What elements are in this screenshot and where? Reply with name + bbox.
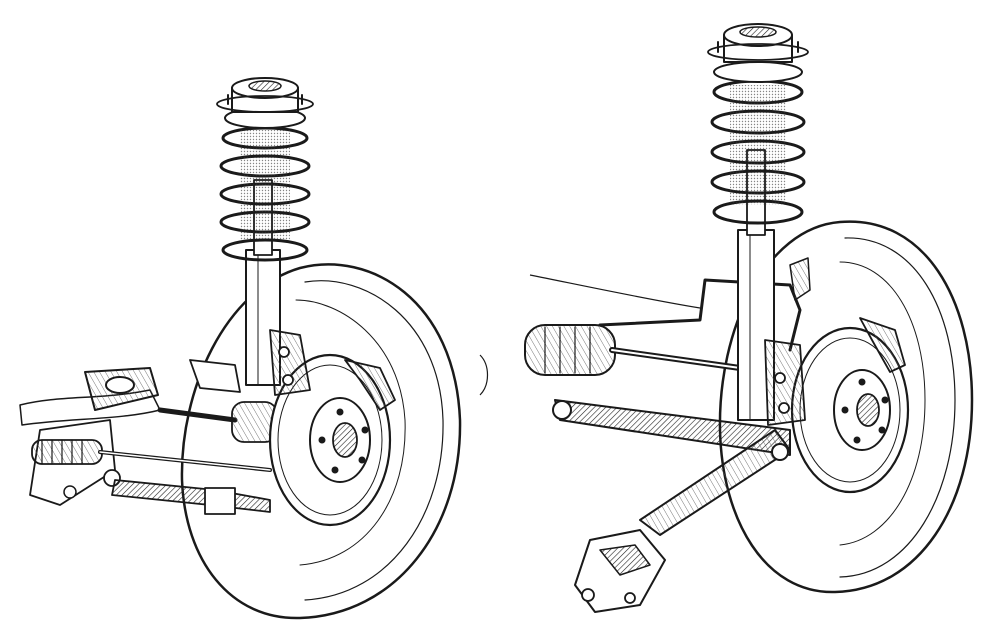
left-strut-top-mount [216, 77, 314, 129]
left-strut-body [189, 249, 311, 396]
right-mounting-bracket [574, 529, 666, 613]
left-coil-spring [219, 126, 311, 262]
chassis-outline [479, 274, 701, 396]
right-drive-shaft-boot [524, 324, 743, 376]
right-brake-caliper [859, 317, 906, 373]
right-strut-top-mount [707, 23, 809, 83]
right-strut-body [737, 229, 806, 426]
left-tie-rod [98, 450, 272, 472]
left-steering-boot [31, 439, 103, 465]
left-brake-disc [268, 353, 392, 527]
right-lower-control-arm [552, 399, 791, 536]
left-suspension-assembly [19, 77, 462, 620]
left-lower-control-arm [111, 479, 271, 515]
left-drive-shaft [157, 401, 278, 443]
right-suspension-assembly [524, 23, 974, 613]
right-brake-disc [790, 326, 910, 494]
left-brake-caliper [344, 359, 396, 411]
right-coil-spring [710, 79, 806, 225]
